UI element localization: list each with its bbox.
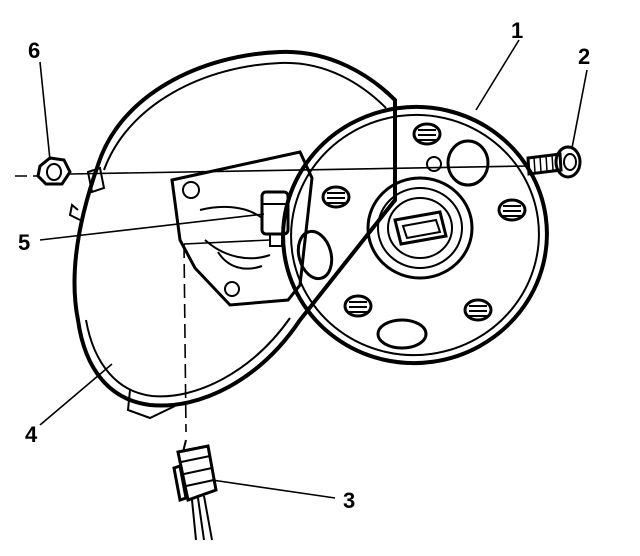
hub-bolt bbox=[526, 145, 582, 179]
leader-5 bbox=[39, 213, 265, 241]
callout-4: 4 bbox=[25, 422, 38, 447]
wheel-stud bbox=[343, 294, 373, 318]
backing-plate bbox=[68, 49, 397, 420]
leader-6 bbox=[39, 61, 51, 161]
leader-2 bbox=[571, 69, 588, 149]
sensor-connector bbox=[172, 444, 218, 541]
leader-3 bbox=[211, 479, 336, 499]
leader-lines bbox=[39, 39, 588, 499]
wheel-stud bbox=[497, 198, 527, 222]
wheel-stud bbox=[463, 298, 493, 322]
callout-2: 2 bbox=[578, 44, 590, 69]
bolt-centerline bbox=[15, 165, 529, 177]
callout-3: 3 bbox=[343, 488, 355, 513]
nut bbox=[36, 156, 72, 186]
leader-1 bbox=[475, 39, 520, 111]
wheel-stud bbox=[321, 185, 351, 209]
callout-5: 5 bbox=[18, 230, 30, 255]
callout-1: 1 bbox=[511, 18, 523, 43]
callout-6: 6 bbox=[28, 38, 40, 63]
leader-4 bbox=[39, 363, 113, 426]
wheel-stud bbox=[412, 122, 442, 146]
sensor-harness bbox=[182, 239, 271, 453]
hub-flange bbox=[281, 104, 549, 366]
